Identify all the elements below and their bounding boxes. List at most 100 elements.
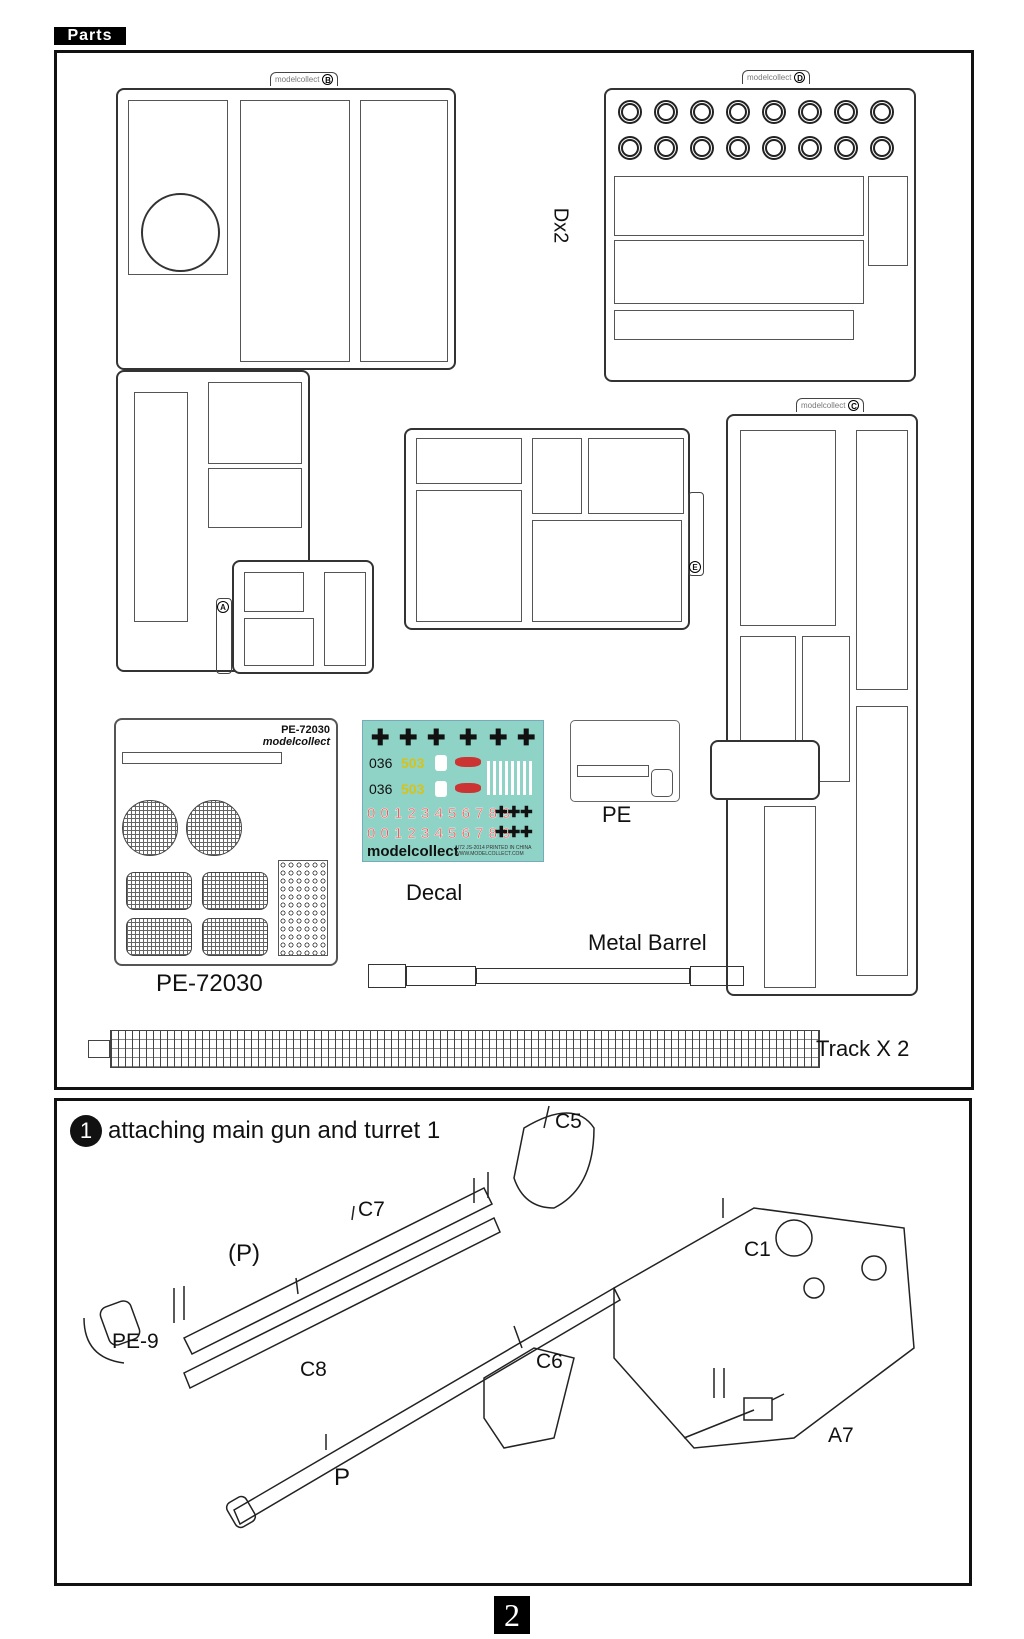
assembly-arrow <box>473 1172 489 1203</box>
road-wheel <box>726 100 750 124</box>
part-c5 <box>513 1112 595 1209</box>
sprue-e-hatch <box>416 490 522 622</box>
pe-small-part <box>577 765 649 777</box>
sprue-e-rods <box>532 438 582 514</box>
pe-sheet-code: PE-72030 <box>281 724 330 736</box>
road-wheel <box>762 100 786 124</box>
assembly-diagram <box>83 1105 915 1529</box>
leader-c8 <box>295 1277 299 1295</box>
decal-caption: Decal <box>406 880 463 905</box>
balkenkreuz-icon: ✚ <box>517 725 536 750</box>
decal-sheet: ✚ ✚ ✚ ✚ ✚ ✚ 036 036 503 503 0 0 1 2 3 4 … <box>362 720 544 862</box>
turret-shell <box>740 430 836 626</box>
sprue-b-fenders <box>360 100 448 362</box>
pe-part-11-mesh <box>202 918 268 956</box>
parts-panel <box>54 50 974 1090</box>
leader-c7 <box>351 1205 355 1221</box>
idlers-hubs <box>614 240 864 304</box>
road-wheel <box>618 136 642 160</box>
sprue-letter: D <box>794 72 806 84</box>
road-wheel <box>798 100 822 124</box>
step-number-badge: 1 <box>70 1115 102 1147</box>
part-c7 <box>182 1186 494 1356</box>
balkenkreuz-icon: ✚ <box>399 725 418 750</box>
track-caption: Track X 2 <box>816 1036 910 1061</box>
road-wheel <box>834 136 858 160</box>
sprue-e <box>404 428 690 630</box>
side-skirt-left <box>856 706 908 976</box>
sprue-letter: C <box>848 400 860 412</box>
sprue-c-mantlet <box>710 740 820 800</box>
assembly-arrow <box>713 1368 725 1398</box>
label-p-paren: (P) <box>228 1240 260 1267</box>
part-c8 <box>183 1216 501 1390</box>
road-wheel <box>726 136 750 160</box>
bear-emblem-icon <box>435 755 447 771</box>
bracket <box>208 468 302 528</box>
hull-number: 036 <box>369 781 393 797</box>
turret-port <box>861 1255 887 1281</box>
balkenkreuz-icon: ✚ <box>459 725 478 750</box>
leader-a7 <box>771 1393 785 1401</box>
metal-barrel-caption: Metal Barrel <box>588 930 707 955</box>
road-wheels <box>606 90 918 170</box>
part-p-barrel <box>233 1286 621 1526</box>
pe-sheet: PE-72030 modelcollect <box>114 718 338 966</box>
sprue-d <box>604 88 916 382</box>
gun-barrel-halves <box>764 806 816 988</box>
part-c1 <box>613 1207 915 1449</box>
sprue-e-tag: E <box>688 492 704 576</box>
hatch-ring <box>141 193 220 272</box>
label-c5: C5 <box>555 1110 582 1133</box>
brand-logo: modelcollect <box>275 75 320 84</box>
white-stripes <box>487 761 535 795</box>
sprue-b-side-skirts <box>240 100 350 362</box>
label-c1: C1 <box>744 1238 771 1261</box>
track-end-link <box>88 1040 110 1058</box>
commander-cupola <box>775 1219 813 1257</box>
balkenkreuz-icon: ✚✚✚ <box>495 824 533 841</box>
road-wheel <box>654 100 678 124</box>
sprue-letter: B <box>322 74 334 86</box>
pe-part-19 <box>122 752 282 764</box>
pe-sheet-caption: PE-72030 <box>156 970 263 997</box>
engine-deck <box>134 392 188 622</box>
unit-number: 503 <box>401 755 425 771</box>
step-title-text: attaching main gun and turret 1 <box>108 1117 441 1144</box>
label-c7: C7 <box>358 1198 385 1221</box>
track-run <box>110 1030 820 1068</box>
road-wheel <box>870 136 894 160</box>
pe-part-12-mesh <box>126 872 192 910</box>
sprue-b-turret-roof <box>128 100 228 275</box>
pe-small-fret <box>570 720 680 802</box>
road-wheel <box>690 136 714 160</box>
road-wheel <box>762 136 786 160</box>
decal-fine-print: 1/72 JS-2014 PRINTED IN CHINA WWW.MODELC… <box>455 845 532 857</box>
assembly-arrow <box>173 1286 185 1323</box>
sprue-e-plates <box>588 438 684 514</box>
digit-row: 0 0 1 2 3 4 5 6 7 8 9 <box>367 805 511 822</box>
step-panel <box>54 1098 972 1586</box>
sprue-c-part <box>802 636 850 782</box>
barrel-sleeve <box>406 966 476 986</box>
sprue-e-parts <box>416 438 522 484</box>
metal-barrel <box>368 964 744 988</box>
sprue-c <box>726 414 918 996</box>
track-guides <box>614 310 854 340</box>
pe-small-part <box>651 769 673 797</box>
pe-part-9-holes <box>278 860 328 956</box>
pe-part-17-mesh <box>186 800 242 856</box>
road-wheel <box>690 100 714 124</box>
barrel-breech <box>368 964 406 988</box>
road-wheel <box>870 100 894 124</box>
balkenkreuz-icon: ✚✚✚ <box>495 804 533 821</box>
unit-emblem-icon <box>455 783 481 793</box>
unit-number: 503 <box>401 781 425 797</box>
label-pe9: PE-9 <box>112 1330 159 1353</box>
sprue-a-part <box>244 572 304 612</box>
sprue-a-tag: A <box>216 598 232 674</box>
parts-section-tag: Parts <box>54 27 126 45</box>
